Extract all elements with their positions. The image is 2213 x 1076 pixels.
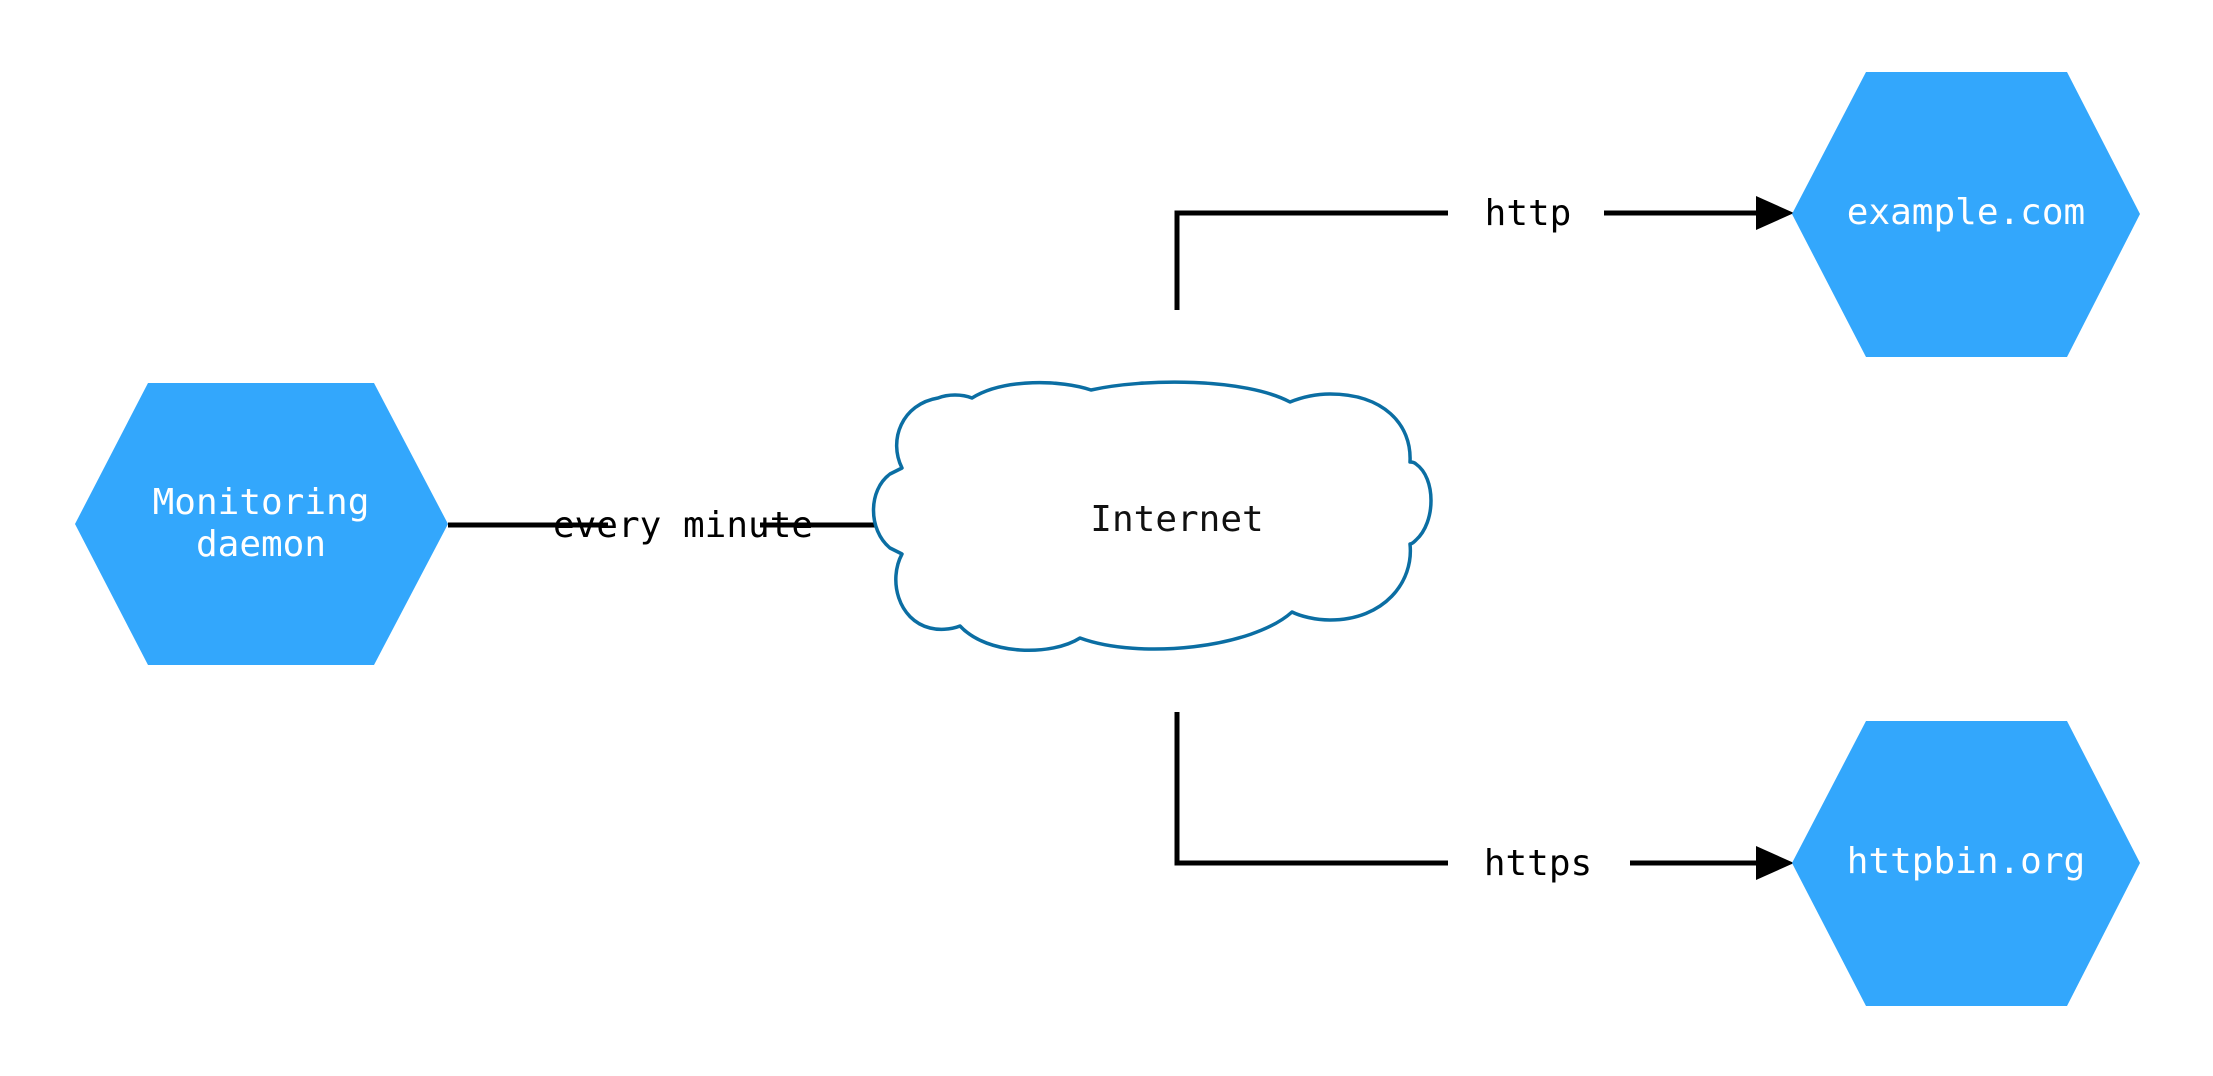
hexagon-shape: [75, 383, 448, 665]
edge-label-http: http: [1485, 193, 1572, 234]
node-httpbin-org[interactable]: httpbin.org: [1792, 721, 2140, 1006]
edge-label-every-minute: every minute: [553, 505, 813, 546]
node-label-internet: Internet: [1090, 499, 1263, 540]
edge-elbow-https: [1174, 712, 1448, 866]
edge-daemon-to-internet[interactable]: every minute: [448, 505, 944, 546]
hexagon-shape: [1792, 72, 2140, 357]
hexagon-shape: [1792, 721, 2140, 1006]
node-internet[interactable]: Internet: [871, 380, 1433, 653]
arrow-head-icon: [1756, 196, 1794, 230]
node-label-line1: Monitoring: [153, 482, 370, 523]
node-label-example-com: example.com: [1847, 192, 2085, 233]
edge-elbow-http: [1174, 210, 1448, 310]
node-label-line2: daemon: [196, 524, 326, 565]
node-label-httpbin-org: httpbin.org: [1847, 841, 2085, 882]
cloud-shape: [871, 380, 1433, 653]
node-monitoring-daemon[interactable]: Monitoring daemon: [75, 383, 448, 665]
edge-internet-to-example[interactable]: http: [1174, 193, 1794, 310]
edge-internet-to-httpbin[interactable]: https: [1174, 712, 1794, 884]
node-example-com[interactable]: example.com: [1792, 72, 2140, 357]
arrow-head-icon: [1756, 846, 1794, 880]
edge-label-https: https: [1484, 843, 1592, 884]
